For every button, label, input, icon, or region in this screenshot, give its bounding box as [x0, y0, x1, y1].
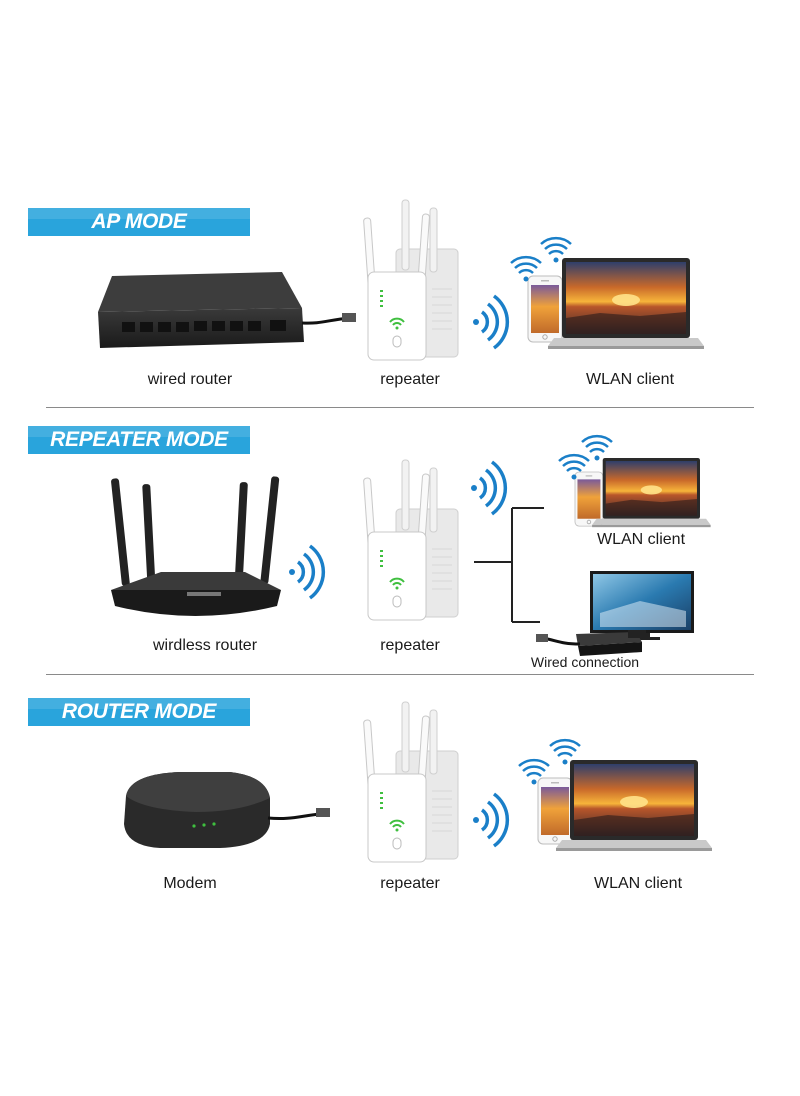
wired-router-label: wired router — [147, 371, 233, 388]
wifi-signal-icon — [471, 792, 510, 848]
section-title: ROUTER MODE — [61, 700, 217, 723]
tv-icon — [590, 571, 694, 640]
wifi-signal-icon — [287, 544, 326, 600]
section-divider — [46, 407, 754, 408]
wireless-router-icon — [111, 476, 281, 616]
repeater-icon — [362, 701, 459, 863]
repeater-icon — [362, 459, 459, 621]
router-mode-banner: ROUTER MODE — [28, 698, 250, 726]
section-title: AP MODE — [91, 210, 187, 233]
modem-icon — [124, 772, 330, 848]
ap-mode-banner: AP MODE — [28, 208, 250, 236]
wlan-client-label: WLAN client — [596, 531, 686, 548]
repeater-mode-banner: REPEATER MODE — [28, 426, 250, 454]
repeater-label: repeater — [380, 371, 440, 388]
section-title: REPEATER MODE — [50, 428, 228, 451]
laptop-icon — [556, 760, 712, 851]
laptop-icon — [592, 458, 711, 528]
repeater-label: repeater — [380, 875, 440, 892]
wireless-router-label: wirdless router — [152, 637, 258, 654]
switch-icon — [536, 630, 646, 656]
wifi-signal-icon — [471, 294, 510, 350]
ethernet-router-icon — [98, 272, 356, 348]
wlan-client-label: WLAN client — [593, 875, 683, 892]
wired-connection-label: Wired connection — [530, 654, 640, 670]
connection-lines — [474, 507, 544, 623]
laptop-icon — [548, 258, 704, 349]
section-divider — [46, 674, 754, 675]
repeater-label: repeater — [380, 637, 440, 654]
wlan-client-label: WLAN client — [585, 371, 675, 388]
repeater-icon — [362, 199, 459, 361]
modem-label: Modem — [163, 875, 217, 892]
